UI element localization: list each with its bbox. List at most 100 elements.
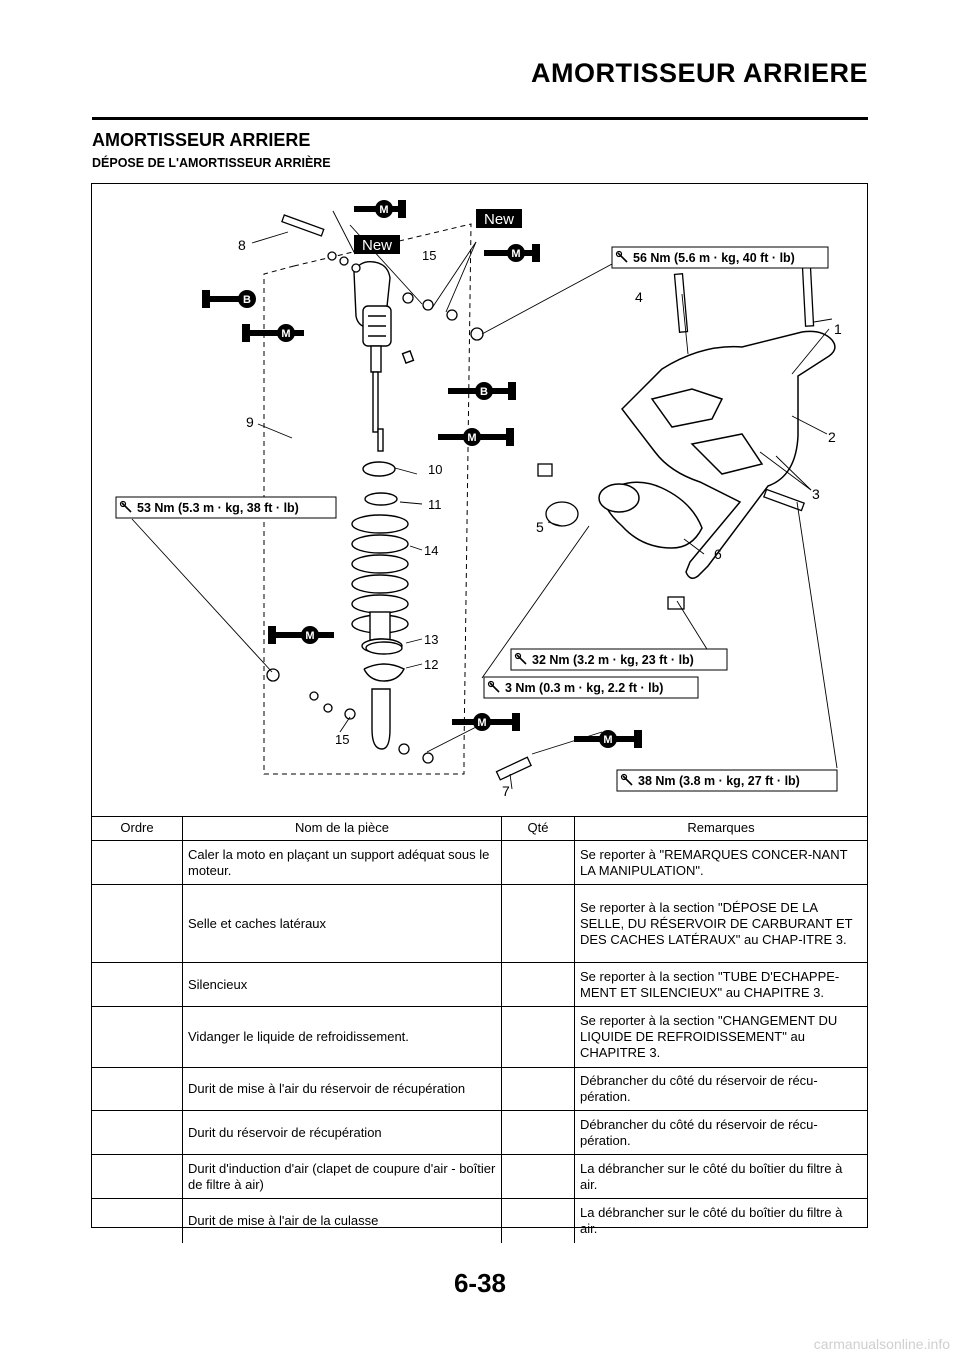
cell-qty <box>501 962 575 1007</box>
torque-3-text: 3 Nm (0.3 m · kg, 2.2 ft · lb) <box>505 681 663 695</box>
callout-13: 13 <box>424 632 438 647</box>
cell-name: Durit de mise à l'air de la culasse <box>182 1198 502 1243</box>
callout-6: 6 <box>714 546 722 562</box>
torque-53-text: 53 Nm (5.3 m · kg, 38 ft · lb) <box>137 501 299 515</box>
torque-32-text: 32 Nm (3.2 m · kg, 23 ft · lb) <box>532 653 694 667</box>
leader-lines <box>131 210 838 790</box>
cell-remarks: La débrancher sur le côté du boîtier du … <box>574 1198 867 1243</box>
callout-11: 11 <box>428 497 442 512</box>
cell-order <box>92 840 183 885</box>
table-row: Durit de mise à l'air de la culasse La d… <box>92 1198 867 1243</box>
parts-table: Ordre Nom de la pièce Qté Remarques Cale… <box>92 816 867 1243</box>
table-row: Durit d'induction d'air (clapet de coupu… <box>92 1154 867 1199</box>
cell-order <box>92 1067 183 1111</box>
cell-qty <box>501 1067 575 1111</box>
callout-15-top: 15 <box>422 248 436 263</box>
lube-mark-1: M <box>379 204 388 216</box>
table-row: Caler la moto en plaçant un support adéq… <box>92 840 867 885</box>
header-rule <box>92 117 868 120</box>
cell-qty <box>501 840 575 885</box>
cell-remarks: Se reporter à la section "DÉPOSE DE LA S… <box>574 884 867 963</box>
running-title: AMORTISSEUR ARRIERE <box>530 58 868 88</box>
new-tag-1: New <box>476 209 522 228</box>
content-frame: M B M M B M M M M New New 56 Nm (5.6 m ·… <box>91 183 868 1243</box>
callout-14: 14 <box>424 543 438 558</box>
cell-remarks: Se reporter à la section "TUBE D'ECHAPPE… <box>574 962 867 1007</box>
cell-order <box>92 884 183 963</box>
table-row: Durit du réservoir de récupération Débra… <box>92 1110 867 1155</box>
callout-1: 1 <box>834 321 842 337</box>
lube-mark-8: M <box>477 717 486 729</box>
torque-label-56: 56 Nm (5.6 m · kg, 40 ft · lb) <box>611 246 829 269</box>
lube-mark-9: M <box>603 734 612 746</box>
header-remarks: Remarques <box>574 816 867 841</box>
new-tag-1-label: New <box>484 211 514 228</box>
callout-10: 10 <box>428 462 442 477</box>
lube-markers: M B M M B M M M M <box>202 200 642 748</box>
callout-7: 7 <box>502 783 510 799</box>
table-row: Selle et caches latéraux Se reporter à l… <box>92 884 867 963</box>
cell-name: Vidanger le liquide de refroidissement. <box>182 1006 502 1068</box>
lube-mark-7: M <box>305 630 314 642</box>
page-number: 6-38 <box>453 1268 507 1298</box>
cell-remarks: Débrancher du côté du réservoir de récu-… <box>574 1110 867 1155</box>
cell-remarks: Se reporter à la section "CHANGEMENT DU … <box>574 1006 867 1068</box>
rear-frame-drawing <box>598 330 836 579</box>
torque-label-53: 53 Nm (5.3 m · kg, 38 ft · lb) <box>115 496 337 519</box>
cell-name: Durit de mise à l'air du réservoir de ré… <box>182 1067 502 1111</box>
cell-name: Selle et caches latéraux <box>182 884 502 963</box>
cell-order <box>92 1198 183 1243</box>
cell-order <box>92 962 183 1007</box>
new-tag-2-label: New <box>362 237 392 254</box>
cell-qty <box>501 1110 575 1155</box>
cell-order <box>92 1110 183 1155</box>
cell-qty <box>501 1154 575 1199</box>
new-tag-2: New <box>354 235 400 254</box>
header-qty: Qté <box>501 816 575 841</box>
cell-order <box>92 1006 183 1068</box>
cell-name: Durit d'induction d'air (clapet de coupu… <box>182 1154 502 1199</box>
cell-name: Durit du réservoir de récupération <box>182 1110 502 1155</box>
dashed-outline <box>263 223 472 775</box>
callout-15-bottom: 15 <box>335 732 349 747</box>
torque-38-text: 38 Nm (3.8 m · kg, 27 ft · lb) <box>638 774 800 788</box>
cell-name: Caler la moto en plaçant un support adéq… <box>182 840 502 885</box>
spring-drawing <box>351 461 409 750</box>
section-title: AMORTISSEUR ARRIERE <box>92 130 311 150</box>
torque-label-3: 3 Nm (0.3 m · kg, 2.2 ft · lb) <box>483 676 699 699</box>
callout-2: 2 <box>828 429 836 445</box>
cell-remarks: Se reporter à "REMARQUES CONCER-NANT LA … <box>574 840 867 885</box>
callout-3: 3 <box>812 486 820 502</box>
cell-name: Silencieux <box>182 962 502 1007</box>
callout-12: 12 <box>424 657 438 672</box>
cell-qty <box>501 1006 575 1068</box>
table-row: Silencieux Se reporter à la section "TUB… <box>92 962 867 1007</box>
lube-mark-4: M <box>511 248 520 260</box>
cell-order <box>92 1154 183 1199</box>
table-row: Durit de mise à l'air du réservoir de ré… <box>92 1067 867 1111</box>
header-order: Ordre <box>92 816 183 841</box>
lube-mark-5: B <box>480 386 488 398</box>
callout-5: 5 <box>536 519 544 535</box>
lube-mark-2: B <box>243 294 251 306</box>
callout-9: 9 <box>246 414 254 430</box>
callout-8: 8 <box>238 237 246 253</box>
callout-4: 4 <box>635 289 643 305</box>
cell-qty <box>501 884 575 963</box>
torque-label-38: 38 Nm (3.8 m · kg, 27 ft · lb) <box>616 769 838 792</box>
torque-56-text: 56 Nm (5.6 m · kg, 40 ft · lb) <box>633 251 795 265</box>
shock-body-drawing <box>353 261 415 452</box>
section-subtitle: DÉPOSE DE L'AMORTISSEUR ARRIÈRE <box>92 156 331 170</box>
callout-numbers: 1 2 3 4 5 6 7 8 9 10 11 12 13 14 15 15 <box>238 237 842 799</box>
watermark: carmanualsonline.info <box>813 1336 950 1352</box>
cell-remarks: La débrancher sur le côté du boîtier du … <box>574 1154 867 1199</box>
header-part-name: Nom de la pièce <box>182 816 502 841</box>
exploded-diagram: M B M M B M M M M New New 56 Nm (5.6 m ·… <box>115 200 842 799</box>
table-row: Vidanger le liquide de refroidissement. … <box>92 1006 867 1068</box>
cell-remarks: Débrancher du côté du réservoir de récu-… <box>574 1067 867 1111</box>
table-header-row: Ordre Nom de la pièce Qté Remarques <box>92 816 867 841</box>
torque-label-32: 32 Nm (3.2 m · kg, 23 ft · lb) <box>510 648 728 671</box>
hardware-drawing <box>266 214 815 781</box>
cell-qty <box>501 1198 575 1243</box>
lube-mark-6: M <box>467 432 476 444</box>
